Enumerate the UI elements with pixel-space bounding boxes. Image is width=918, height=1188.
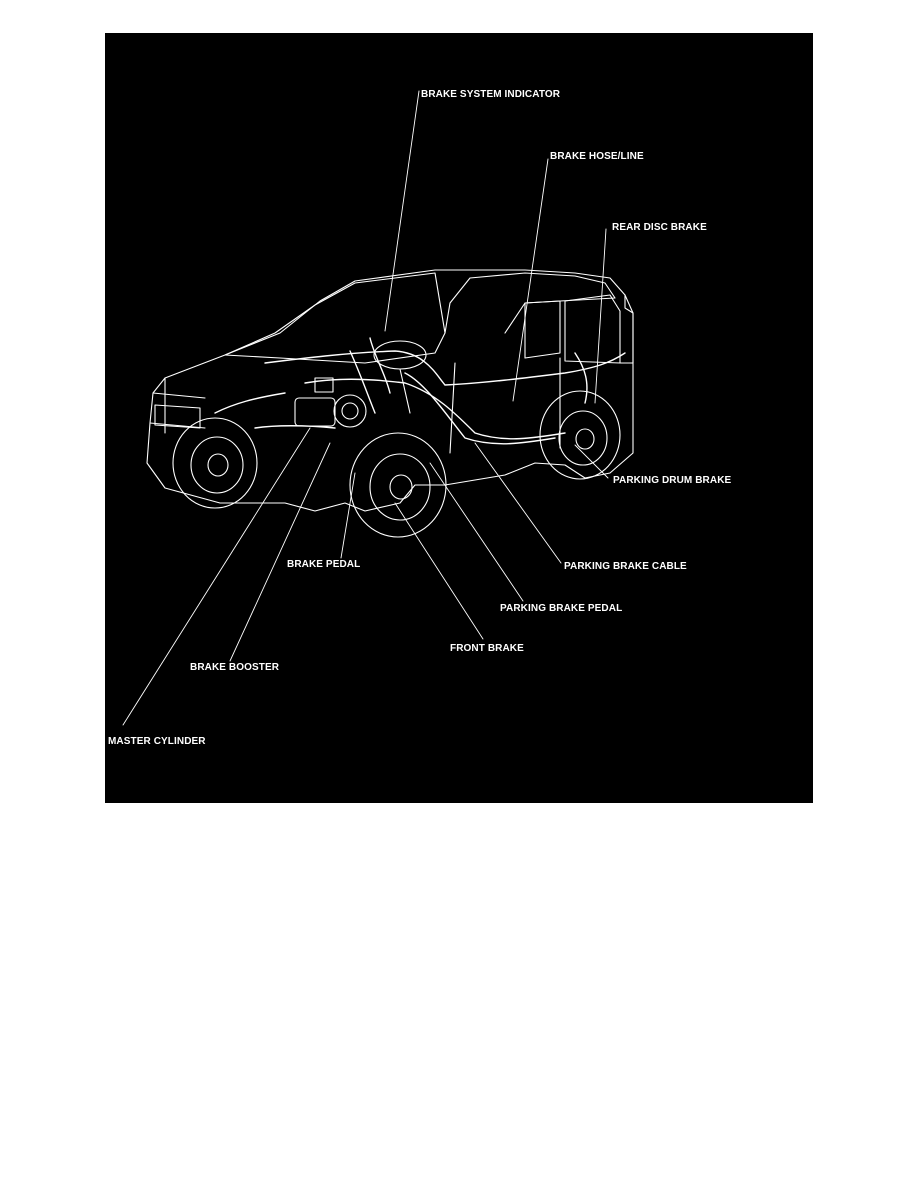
brake-system-diagram: BRAKE SYSTEM INDICATOR BRAKE HOSE/LINE R… — [105, 33, 813, 803]
rear-wheel — [539, 390, 621, 480]
callout-parking-drum-brake: PARKING DRUM BRAKE — [613, 475, 732, 486]
callout-front-brake: FRONT BRAKE — [450, 643, 524, 654]
callout-master-cylinder: MASTER CYLINDER — [108, 736, 206, 747]
master-cylinder-booster-assembly — [294, 377, 367, 428]
front-right-wheel — [349, 432, 447, 538]
brake-lines — [214, 337, 626, 445]
callout-rear-disc-brake: REAR DISC BRAKE — [612, 222, 707, 233]
callout-parking-brake-pedal: PARKING BRAKE PEDAL — [500, 603, 623, 614]
callout-brake-pedal: BRAKE PEDAL — [287, 559, 361, 570]
callout-parking-brake-cable: PARKING BRAKE CABLE — [564, 561, 687, 572]
callout-brake-system-indicator: BRAKE SYSTEM INDICATOR — [421, 89, 561, 100]
front-left-wheel — [172, 417, 258, 509]
leader-lines — [122, 90, 609, 726]
callout-brake-hose-line: BRAKE HOSE/LINE — [550, 151, 644, 162]
callout-brake-booster: BRAKE BOOSTER — [190, 662, 280, 673]
truck-brake-illustration — [122, 90, 634, 726]
steering-wheel — [373, 340, 427, 414]
